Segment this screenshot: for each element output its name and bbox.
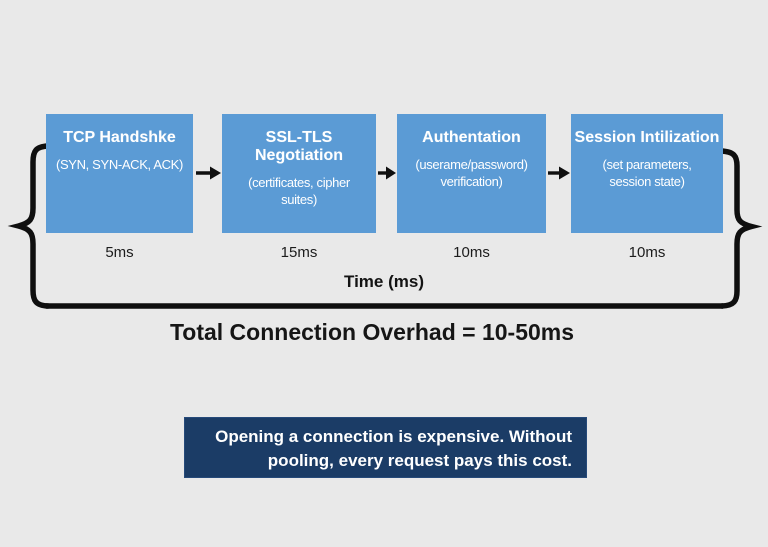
- stage-time: 10ms: [453, 244, 490, 261]
- stage-session-initialization: Session Intilization (set parameters, se…: [571, 114, 723, 261]
- stage-subtitle: (SYN, SYN-ACK, ACK): [56, 157, 183, 173]
- callout-banner: Opening a connection is expensive. Witho…: [184, 417, 587, 478]
- stage-title: Session Intilization: [574, 129, 720, 146]
- stage-title: SSL-TLS Negotiation: [255, 129, 343, 165]
- callout-line-1: Opening a connection is expensive. Witho…: [215, 427, 572, 446]
- stage-box: SSL-TLS Negotiation (certificates, ciphe…: [222, 114, 376, 233]
- stage-box: TCP Handshke (SYN, SYN-ACK, ACK): [46, 114, 193, 233]
- stage-time: 5ms: [105, 244, 134, 261]
- stage-title: Authentation: [422, 129, 521, 146]
- stage-ssl-tls-negotiation: SSL-TLS Negotiation (certificates, ciphe…: [222, 114, 376, 261]
- flow-arrow-icon: [548, 166, 570, 180]
- stage-box: Session Intilization (set parameters, se…: [571, 114, 723, 233]
- stage-title: TCP Handshke: [63, 129, 176, 146]
- flow-arrow-icon: [378, 166, 396, 180]
- stage-box: Authentation (userame/password) verifica…: [397, 114, 546, 233]
- stage-subtitle: (certificates, cipher suites): [248, 175, 350, 208]
- flow-arrow-icon: [196, 166, 221, 180]
- stage-tcp-handshake: TCP Handshke (SYN, SYN-ACK, ACK) 5ms: [46, 114, 193, 261]
- total-overhead-label: Total Connection Overhad = 10-50ms: [169, 319, 575, 345]
- stage-subtitle: (set parameters, session state): [602, 157, 692, 189]
- stage-time: 15ms: [280, 244, 318, 261]
- stage-subtitle: (userame/password) verification): [415, 157, 528, 189]
- time-axis-label: Time (ms): [344, 272, 424, 291]
- callout-line-2: pooling, every request pays this cost.: [267, 451, 572, 471]
- stage-time: 10ms: [628, 244, 666, 261]
- stage-authentication: Authentation (userame/password) verifica…: [397, 114, 546, 261]
